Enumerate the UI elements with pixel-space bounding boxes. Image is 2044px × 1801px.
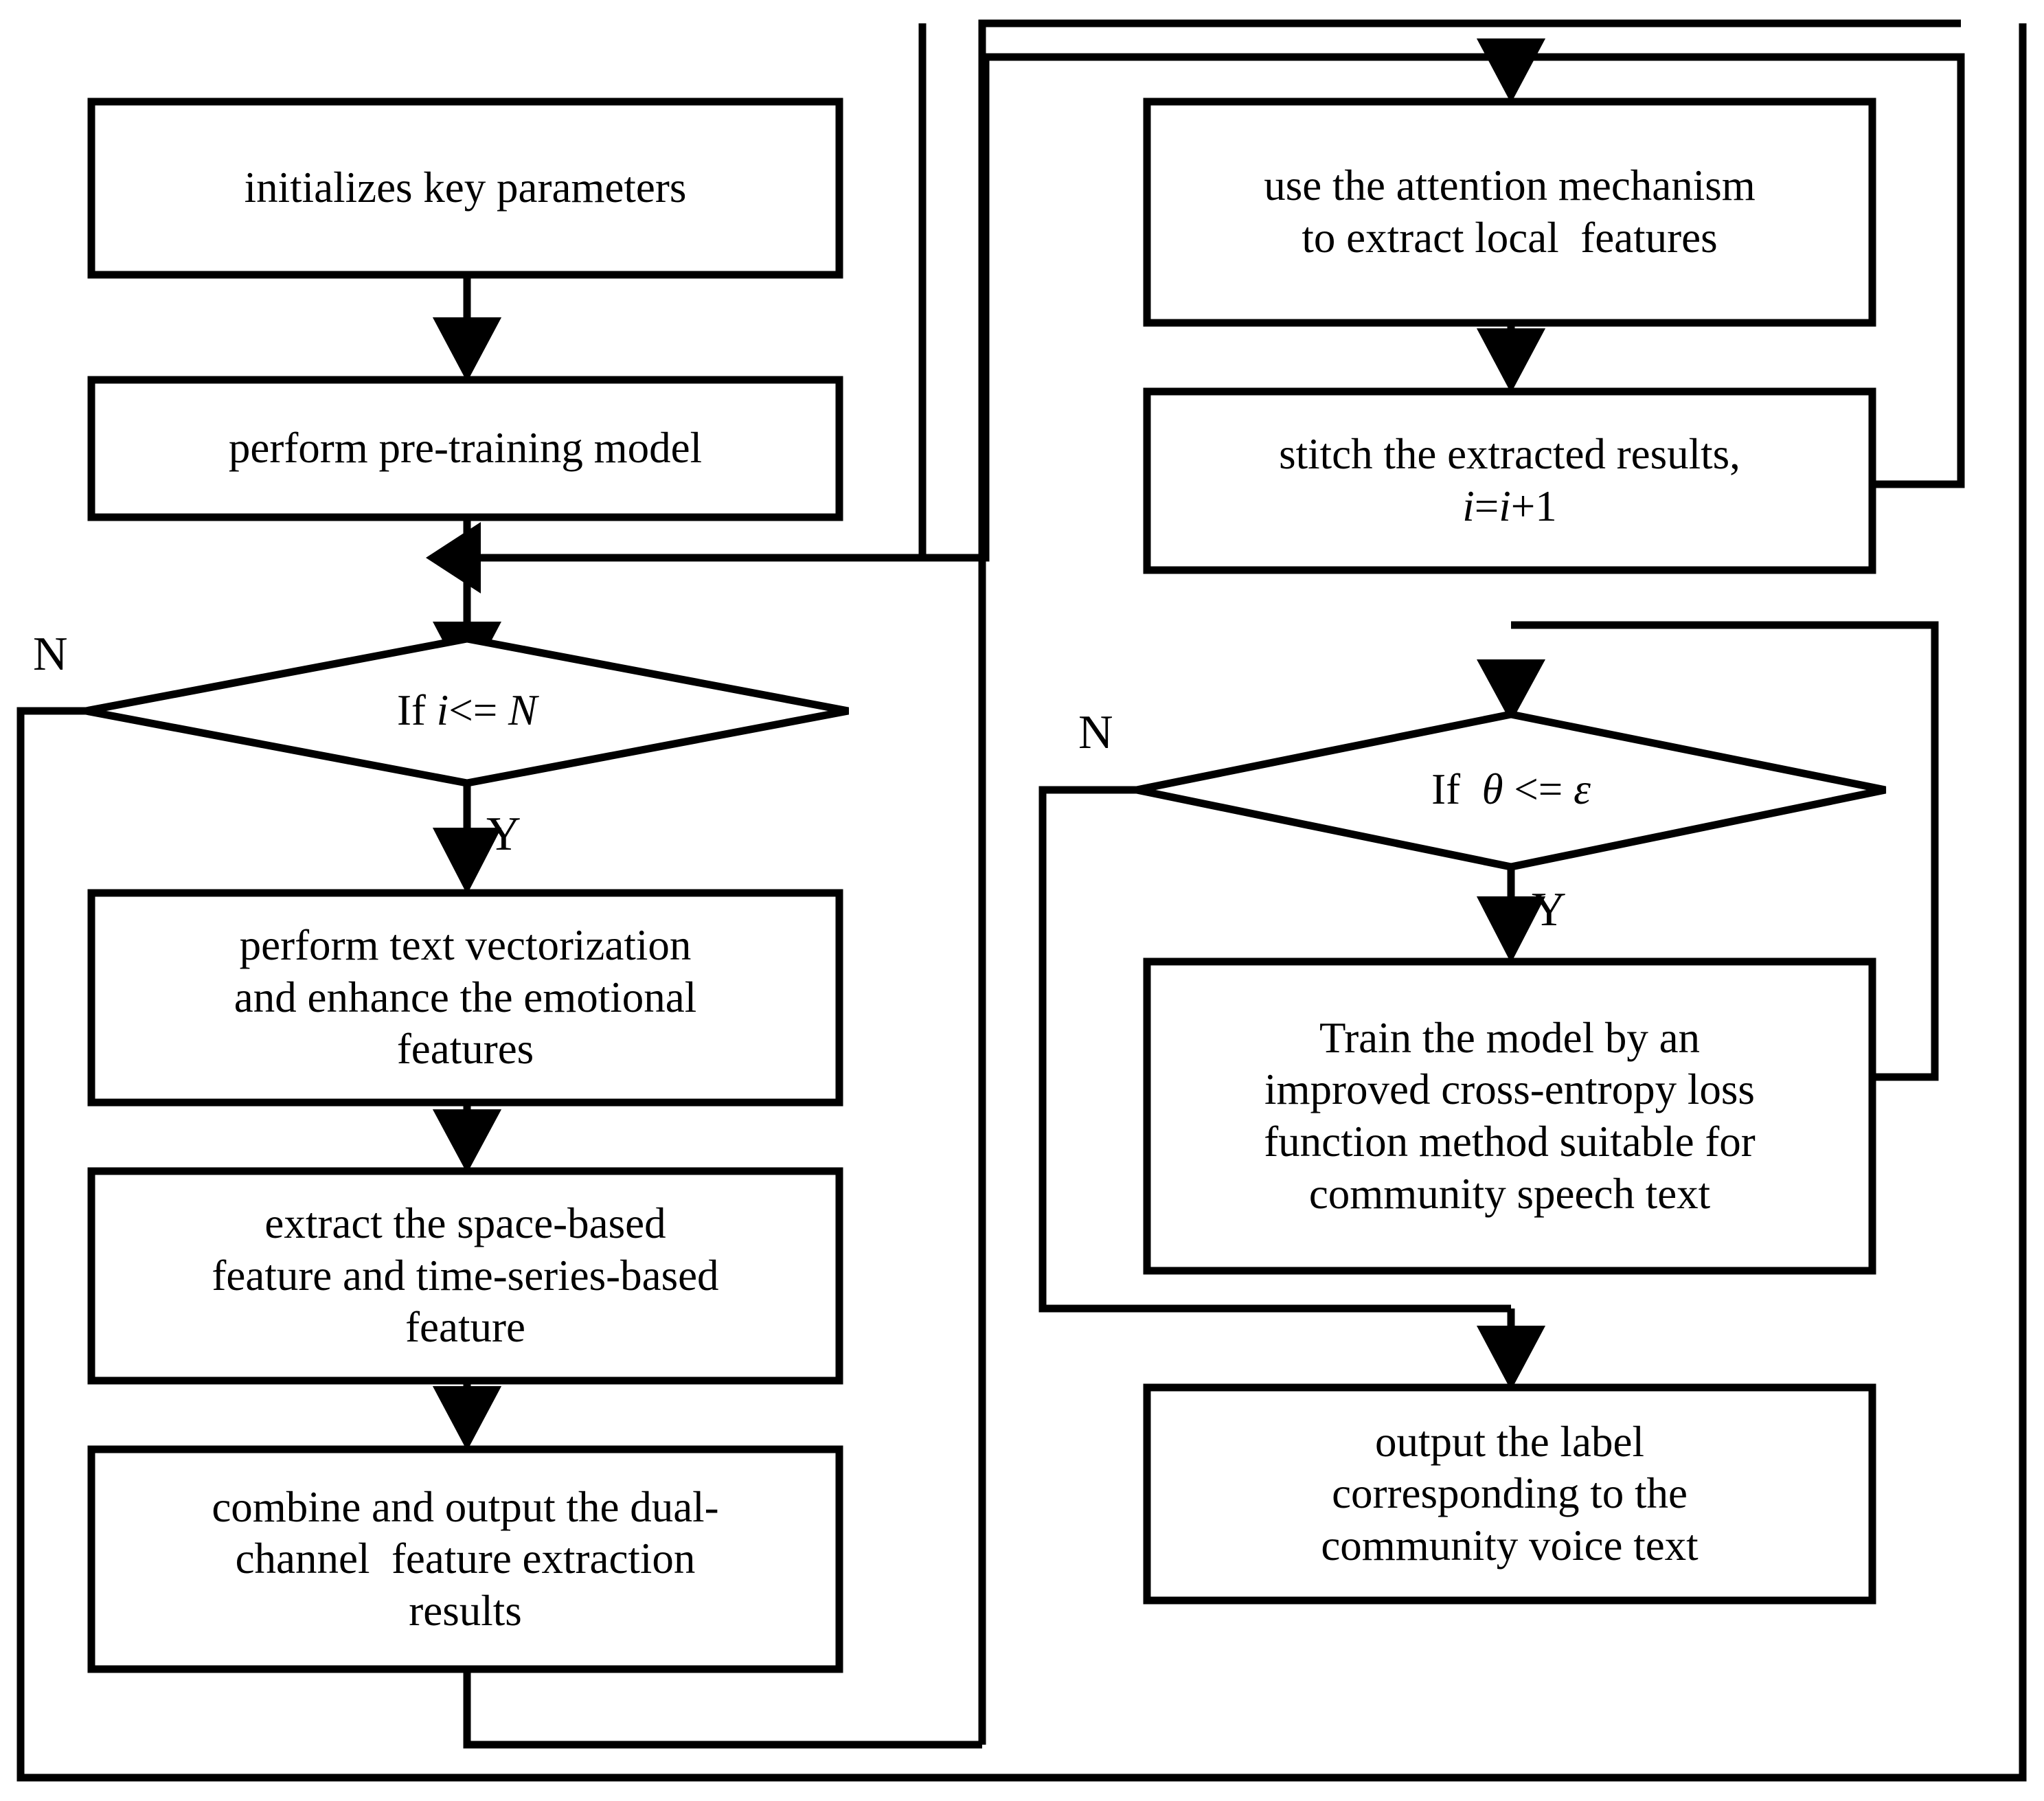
node-cond-i-shape [84,635,850,787]
branch-label-cond-i-no: N [33,628,68,681]
node-output-shape [1143,1383,1876,1605]
node-extract-shape [87,1167,843,1385]
branch-label-cond-i-yes: Y [486,808,521,861]
node-cond-theta-shape [1135,710,1887,871]
node-pretrain-shape [87,376,843,521]
node-combine-shape [87,1445,843,1673]
branch-label-cond-theta-yes: Y [1532,883,1567,936]
node-attention-shape [1143,98,1876,327]
node-train-shape [1143,958,1876,1275]
node-stitch-shape [1143,387,1876,574]
edge-cond-i-no [16,23,2027,1782]
arrowheads-overlay [433,38,1545,1451]
node-init-shape [87,98,843,279]
node-vectorize-shape [87,889,843,1107]
edge-combine-to-attention [463,19,1961,1749]
branch-label-cond-theta-no: N [1078,706,1113,759]
edge-train-to-cond-theta [1477,621,1939,1081]
